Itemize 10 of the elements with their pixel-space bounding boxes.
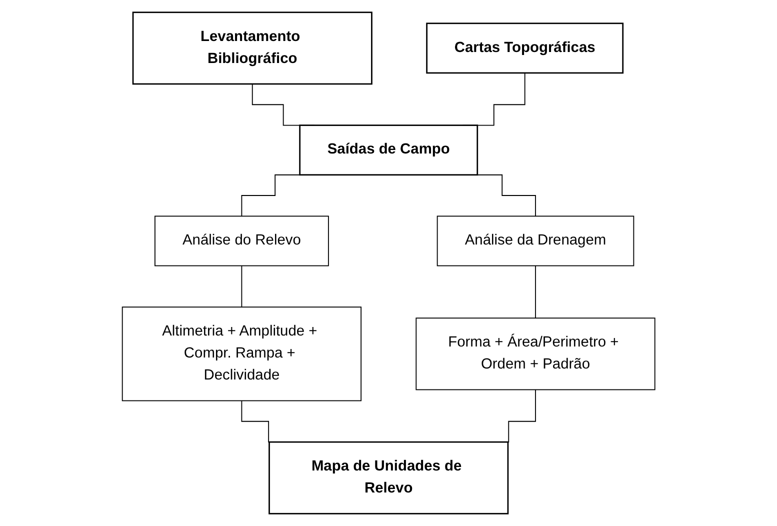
node-box: Análise do Relevo [154, 216, 329, 266]
node-box: Mapa de Unidades de Relevo [268, 441, 509, 514]
node-box: Análise da Drenagem [436, 216, 634, 266]
connector [534, 265, 536, 319]
connector [241, 265, 242, 308]
node-box: Cartas Topográficas [426, 22, 624, 74]
node-box: Levantamento Bibliográfico [132, 12, 372, 85]
node-box: Forma + Área/Perimetro + Ordem + Padrão [416, 318, 656, 390]
node-box: Saídas de Campo [299, 124, 478, 176]
node-box: Altimetria + Amplitude + Compr. Rampa + Declividade [122, 306, 362, 402]
